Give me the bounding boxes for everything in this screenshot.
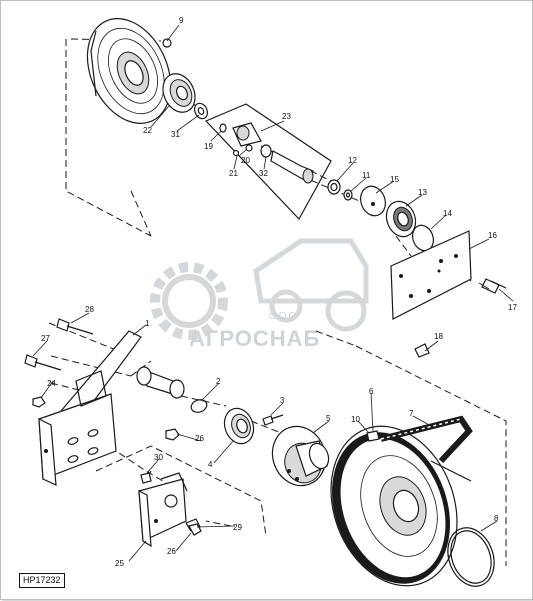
watermark-gear-icon	[150, 262, 228, 340]
washers-part-11-12	[327, 179, 353, 201]
upper-pulley-part-9	[86, 18, 172, 124]
bolt-part-17	[478, 278, 507, 294]
ring-part-8	[447, 527, 495, 587]
callout-14: 14	[443, 209, 452, 218]
callout-18: 18	[434, 332, 443, 341]
callout-22: 22	[143, 126, 152, 135]
watermark-prefix: ООО	[269, 311, 298, 322]
hub-part-5	[271, 425, 330, 487]
callout-7: 7	[409, 409, 414, 418]
washer-part-31	[193, 102, 209, 120]
belt-part-7	[380, 415, 473, 482]
bolt-part-27	[24, 354, 62, 371]
callout-29: 29	[233, 523, 242, 532]
callout-11: 11	[362, 171, 371, 180]
bolt-part-30	[140, 472, 152, 484]
upper-bearing-part-22	[162, 73, 196, 113]
plate-part-16	[390, 230, 472, 320]
callout-23: 23	[282, 112, 291, 121]
callout-labels: 9 22 31 23 19 20 21 32 12 11 15 13 14 16…	[41, 16, 517, 568]
callout-12: 12	[348, 156, 357, 165]
callout-13: 13	[418, 188, 427, 197]
screw-part-10	[366, 430, 380, 442]
callout-6: 6	[369, 387, 374, 396]
callout-15: 15	[390, 175, 399, 184]
figure-reference-code: HP17232	[19, 573, 65, 588]
callout-9: 9	[179, 16, 184, 25]
callout-31: 31	[171, 130, 180, 139]
callout-30: 30	[154, 453, 163, 462]
watermark: ООО АГРОСНАБ	[150, 238, 369, 351]
callout-25: 25	[115, 559, 124, 568]
callout-2: 2	[216, 377, 221, 386]
callout-32: 32	[259, 169, 268, 178]
callout-26-lower: 26	[167, 547, 176, 556]
callout-5: 5	[326, 414, 331, 423]
seal-part-13	[385, 200, 417, 238]
callout-3: 3	[280, 396, 285, 405]
leader-lines	[32, 24, 514, 562]
large-pulley-part-6	[330, 425, 458, 587]
nut-part-24	[32, 396, 46, 408]
shaft	[136, 366, 185, 399]
bolt-part-28	[56, 318, 94, 335]
callout-17: 17	[508, 303, 517, 312]
assembly-box-part-23	[204, 103, 332, 221]
nut-part-26-upper	[165, 428, 180, 441]
callout-26-upper: 26	[195, 434, 204, 443]
callout-8: 8	[494, 514, 499, 523]
callout-20: 20	[241, 156, 250, 165]
watermark-brand: АГРОСНАБ	[189, 326, 320, 351]
callout-1: 1	[145, 319, 150, 328]
bearing-part-4	[223, 407, 255, 445]
bolt-part-18	[414, 343, 430, 358]
callout-28: 28	[85, 305, 94, 314]
callout-16: 16	[488, 231, 497, 240]
o-ring-part-2	[190, 399, 208, 413]
bracket-part-25	[138, 472, 188, 548]
disc-part-15	[360, 185, 386, 217]
bracket-part-1	[38, 330, 142, 486]
callout-10: 10	[351, 415, 360, 424]
callout-21: 21	[229, 169, 238, 178]
callout-19: 19	[204, 142, 213, 151]
callout-4: 4	[208, 460, 213, 469]
callout-24: 24	[47, 379, 56, 388]
screw-part-3	[262, 414, 284, 426]
callout-27: 27	[41, 334, 50, 343]
watermark-harvester-icon	[253, 238, 369, 332]
